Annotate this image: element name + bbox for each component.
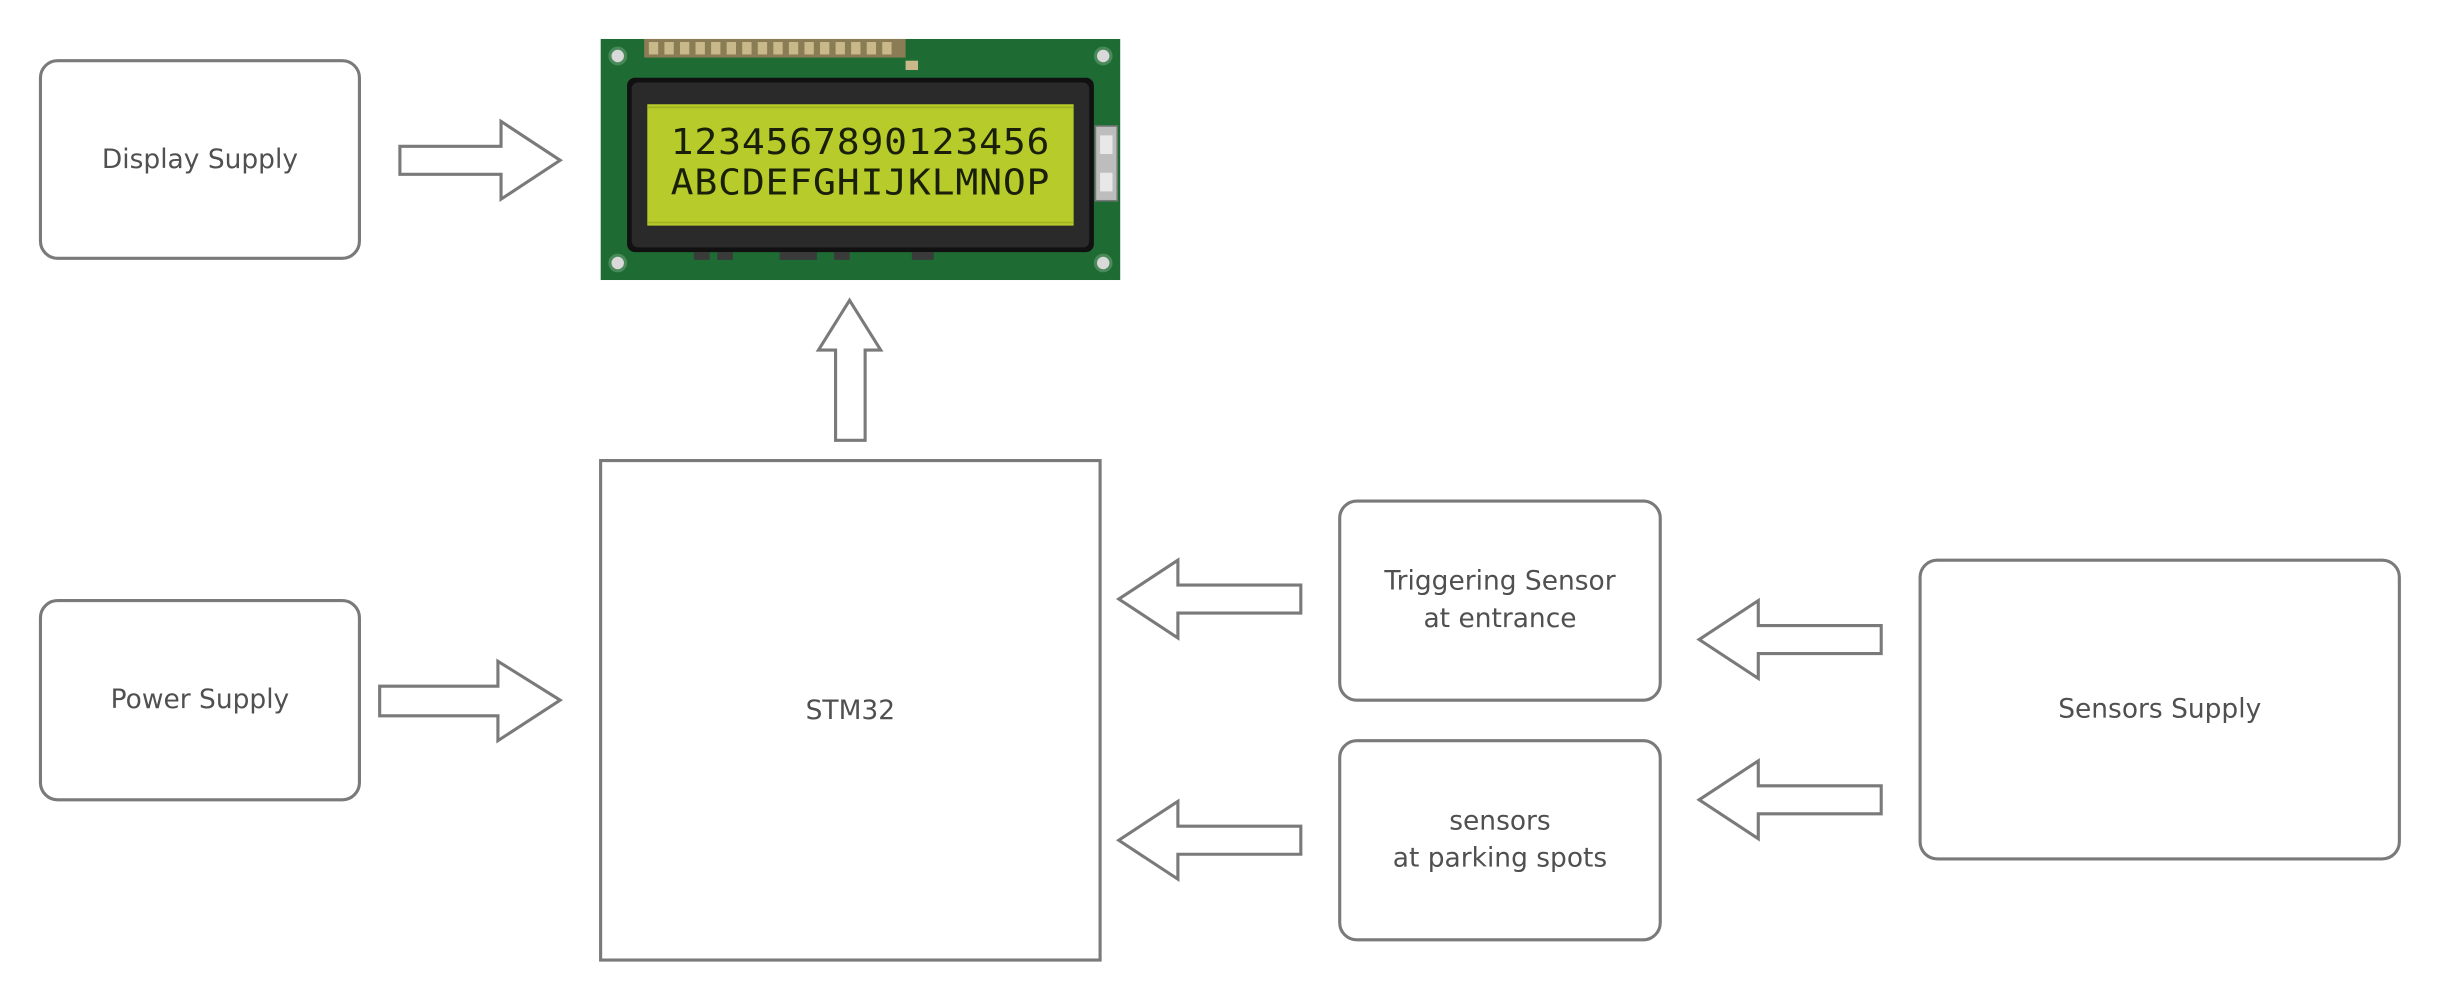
arrow-parking-sensors-to-stm32 (1115, 798, 1303, 883)
lcd-display-image: 1234567890123456 ABCDEFGHIJKLMNOP (600, 38, 1121, 281)
parking-sensors-box: sensors at parking spots (1338, 739, 1662, 942)
power-supply-label: Power Supply (110, 684, 290, 716)
triggering-sensor-label-line1: Triggering Sensor (1384, 566, 1616, 598)
sensors-supply-box: Sensors Supply (1918, 558, 2401, 861)
stm32-box: STM32 (599, 459, 1102, 962)
lcd-row-2: ABCDEFGHIJKLMNOP (671, 163, 1051, 204)
lcd-screen (647, 104, 1074, 226)
arrow-display-supply-to-lcd (398, 118, 563, 203)
parking-sensors-label-line1: sensors (1449, 806, 1551, 838)
arrow-trigger-sensor-to-stm32 (1115, 557, 1303, 641)
arrow-sensors-supply-to-parking-sensors (1696, 757, 1883, 842)
power-supply-box: Power Supply (38, 599, 361, 802)
display-supply-label: Display Supply (101, 143, 298, 176)
arrow-sensors-supply-to-trigger-sensor (1696, 597, 1883, 682)
arrow-stm32-to-lcd (815, 297, 884, 442)
triggering-sensor-box: Triggering Sensor at entrance (1338, 499, 1662, 702)
stm32-label: STM32 (805, 694, 896, 726)
arrow-power-supply-to-stm32 (378, 658, 564, 744)
triggering-sensor-label-line2: at entrance (1423, 603, 1577, 635)
lcd-header-pins (644, 38, 919, 71)
lcd-row-1: 1234567890123456 (671, 122, 1051, 163)
parking-sensors-label-line2: at parking spots (1392, 843, 1608, 875)
display-supply-box: Display Supply (38, 59, 361, 260)
sensors-supply-label: Sensors Supply (2058, 693, 2262, 726)
